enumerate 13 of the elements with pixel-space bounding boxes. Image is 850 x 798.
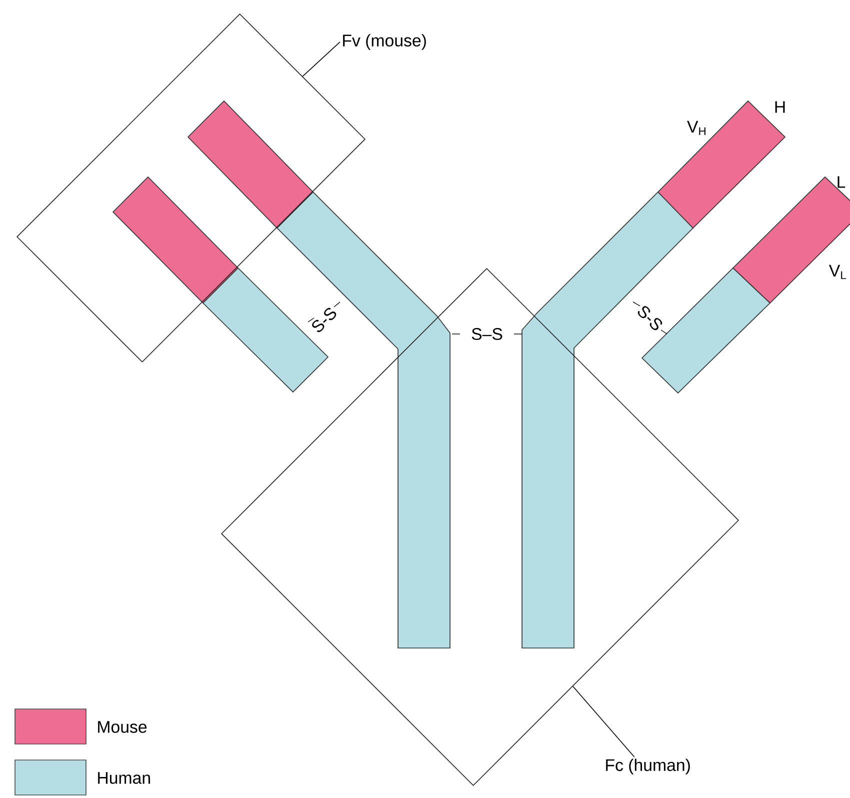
leader-line: [302, 42, 340, 77]
chain-label: L: [838, 176, 846, 188]
leader-line: [572, 686, 635, 758]
disulfide-bond-label: S-S: [638, 306, 662, 330]
legend-label: Human: [98, 772, 150, 784]
chain-label: H: [775, 101, 785, 113]
disulfide-bond-label: S–S: [472, 328, 502, 340]
disulfide-bond-label: S-S: [312, 308, 336, 332]
legend-label: Mouse: [98, 721, 147, 733]
chain-label: V$_{H}$: [687, 120, 706, 136]
region-label: Fv (mouse): [343, 34, 426, 50]
region-label: Fc (human): [606, 758, 690, 774]
chain-label: V$_{L}$: [828, 264, 846, 280]
